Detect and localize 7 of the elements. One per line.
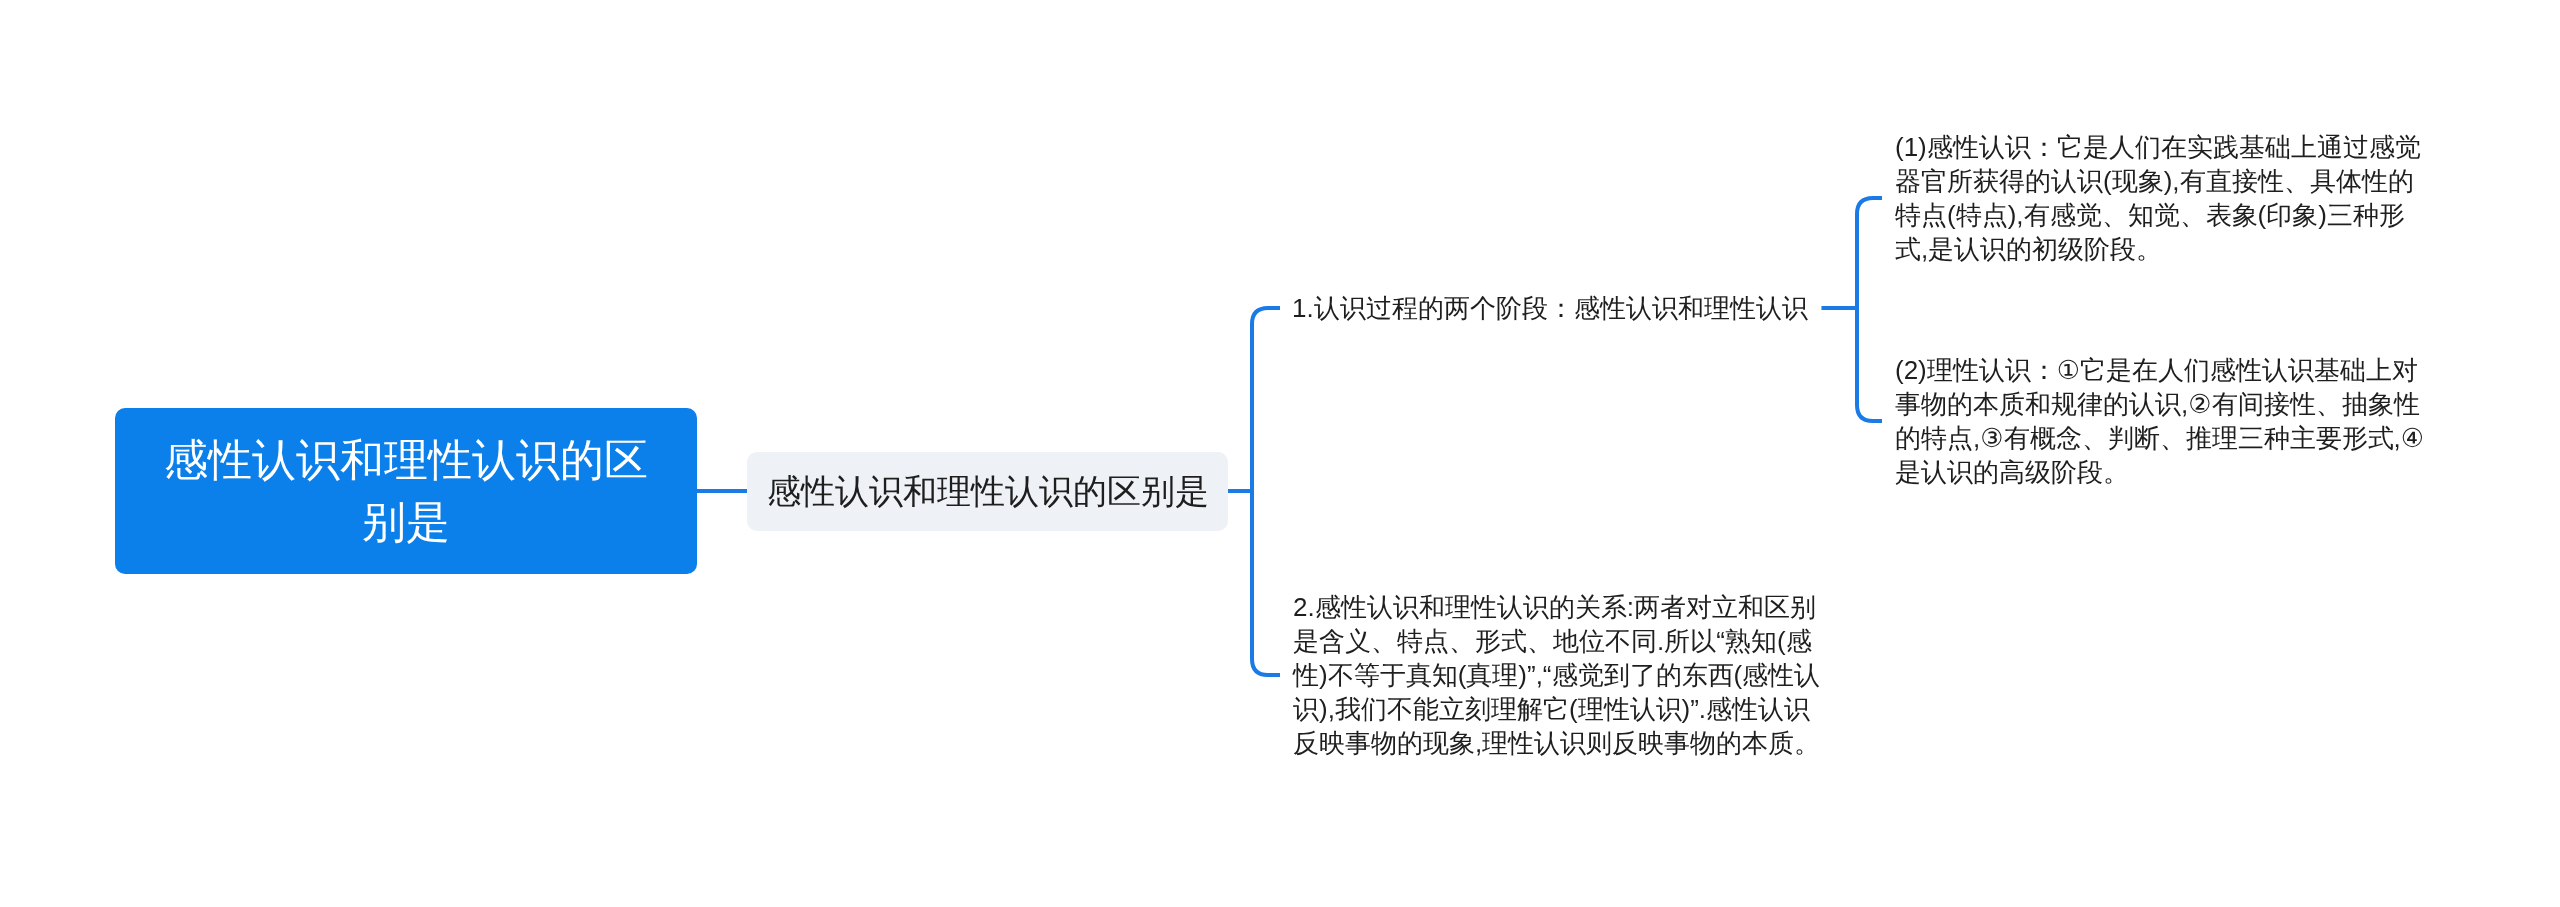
detail-text: 2.感性认识和理性认识的关系:两者对立和区别是含义、特点、形式、地位不同.所以“熟知(感性)不等于真知(真理)”,“感觉到了的东西(感性认识),我们不能立刻理解它(理性认识)”.感性认识反映事物的现象,理性认识则反映事物的本质。 xyxy=(1280,590,1832,760)
detail-text: (1)感性认识：它是人们在实践基础上通过感觉器官所获得的认识(现象),有直接性、具体性的特点(特点),有感觉、知觉、表象(印象)三种形式,是认识的初级阶段。 xyxy=(1882,130,2434,266)
branch-text: 1.认识过程的两个阶段：感性认识和理性认识 xyxy=(1280,291,1822,325)
detail-text: (2)理性认识：①它是在人们感性认识基础上对事物的本质和规律的认识,②有间接性、抽象性的特点,③有概念、判断、推理三种主要形式,④是认识的高级阶段。 xyxy=(1882,353,2434,489)
main-topic-box: 感性认识和理性认识的区别是 xyxy=(747,451,1228,531)
central-topic-box: 感性认识和理性认识的区别是 xyxy=(115,408,697,574)
connector-line xyxy=(697,489,747,493)
